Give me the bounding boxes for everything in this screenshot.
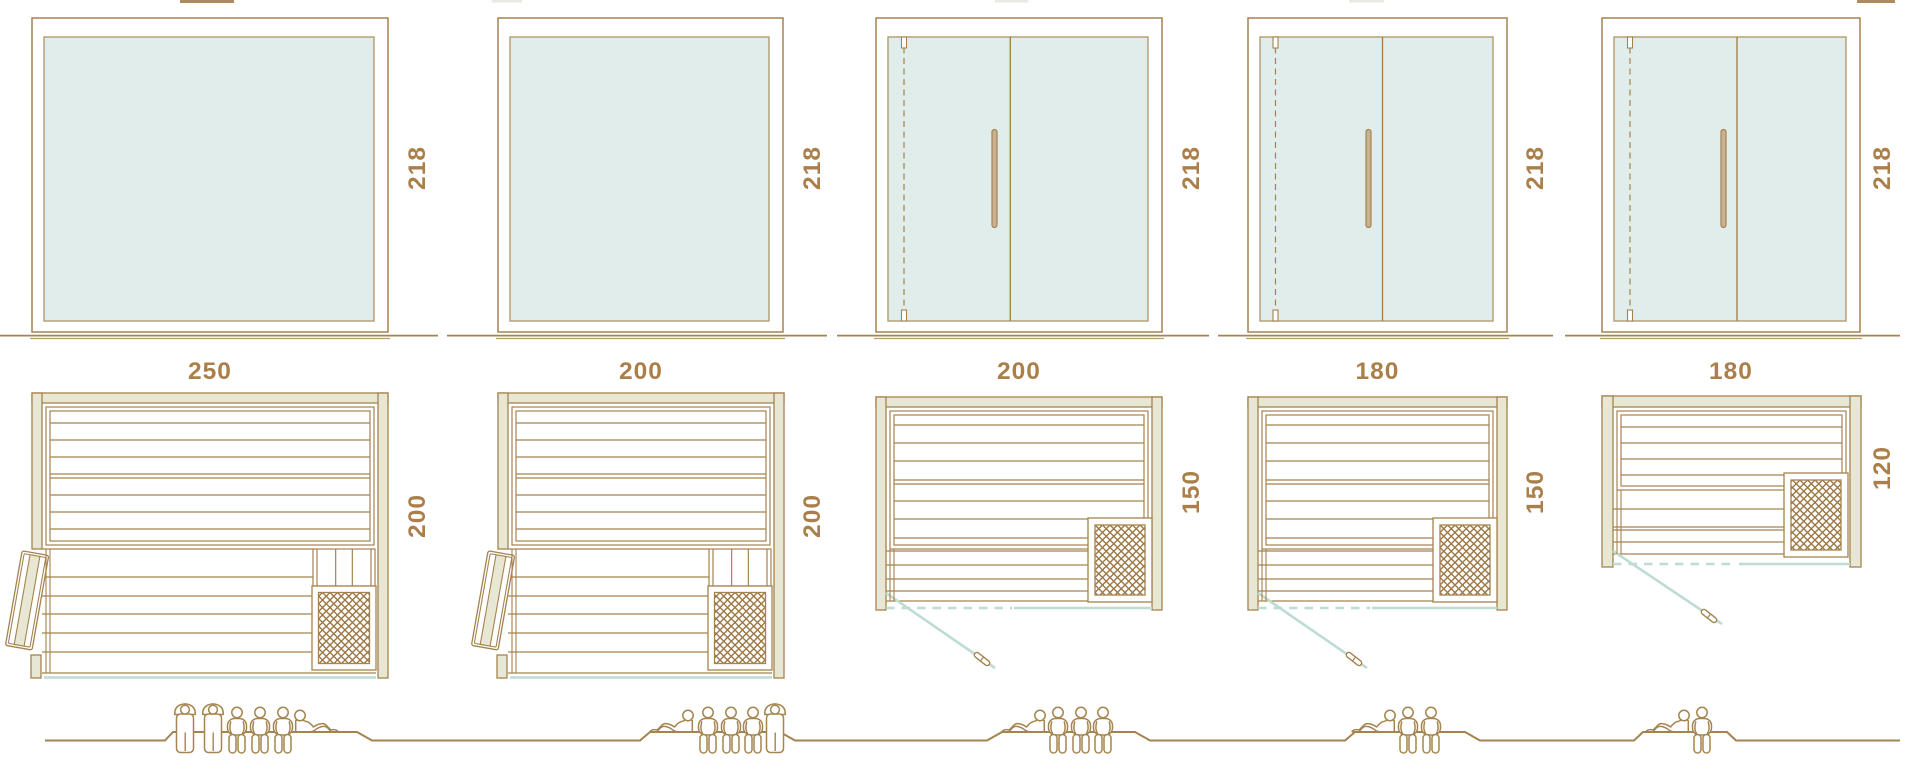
svg-text:180: 180 [1356,358,1400,385]
svg-text:200: 200 [404,494,431,538]
svg-text:218: 218 [799,146,826,190]
svg-text:150: 150 [1522,470,1549,514]
svg-text:180: 180 [1709,358,1753,385]
svg-text:250: 250 [188,358,232,385]
svg-text:218: 218 [404,146,431,190]
svg-text:150: 150 [1178,470,1205,514]
svg-text:200: 200 [619,358,663,385]
svg-text:218: 218 [1869,146,1896,190]
svg-text:200: 200 [799,494,826,538]
svg-text:200: 200 [997,358,1041,385]
svg-text:120: 120 [1869,446,1896,490]
svg-text:218: 218 [1522,146,1549,190]
svg-text:218: 218 [1178,146,1205,190]
